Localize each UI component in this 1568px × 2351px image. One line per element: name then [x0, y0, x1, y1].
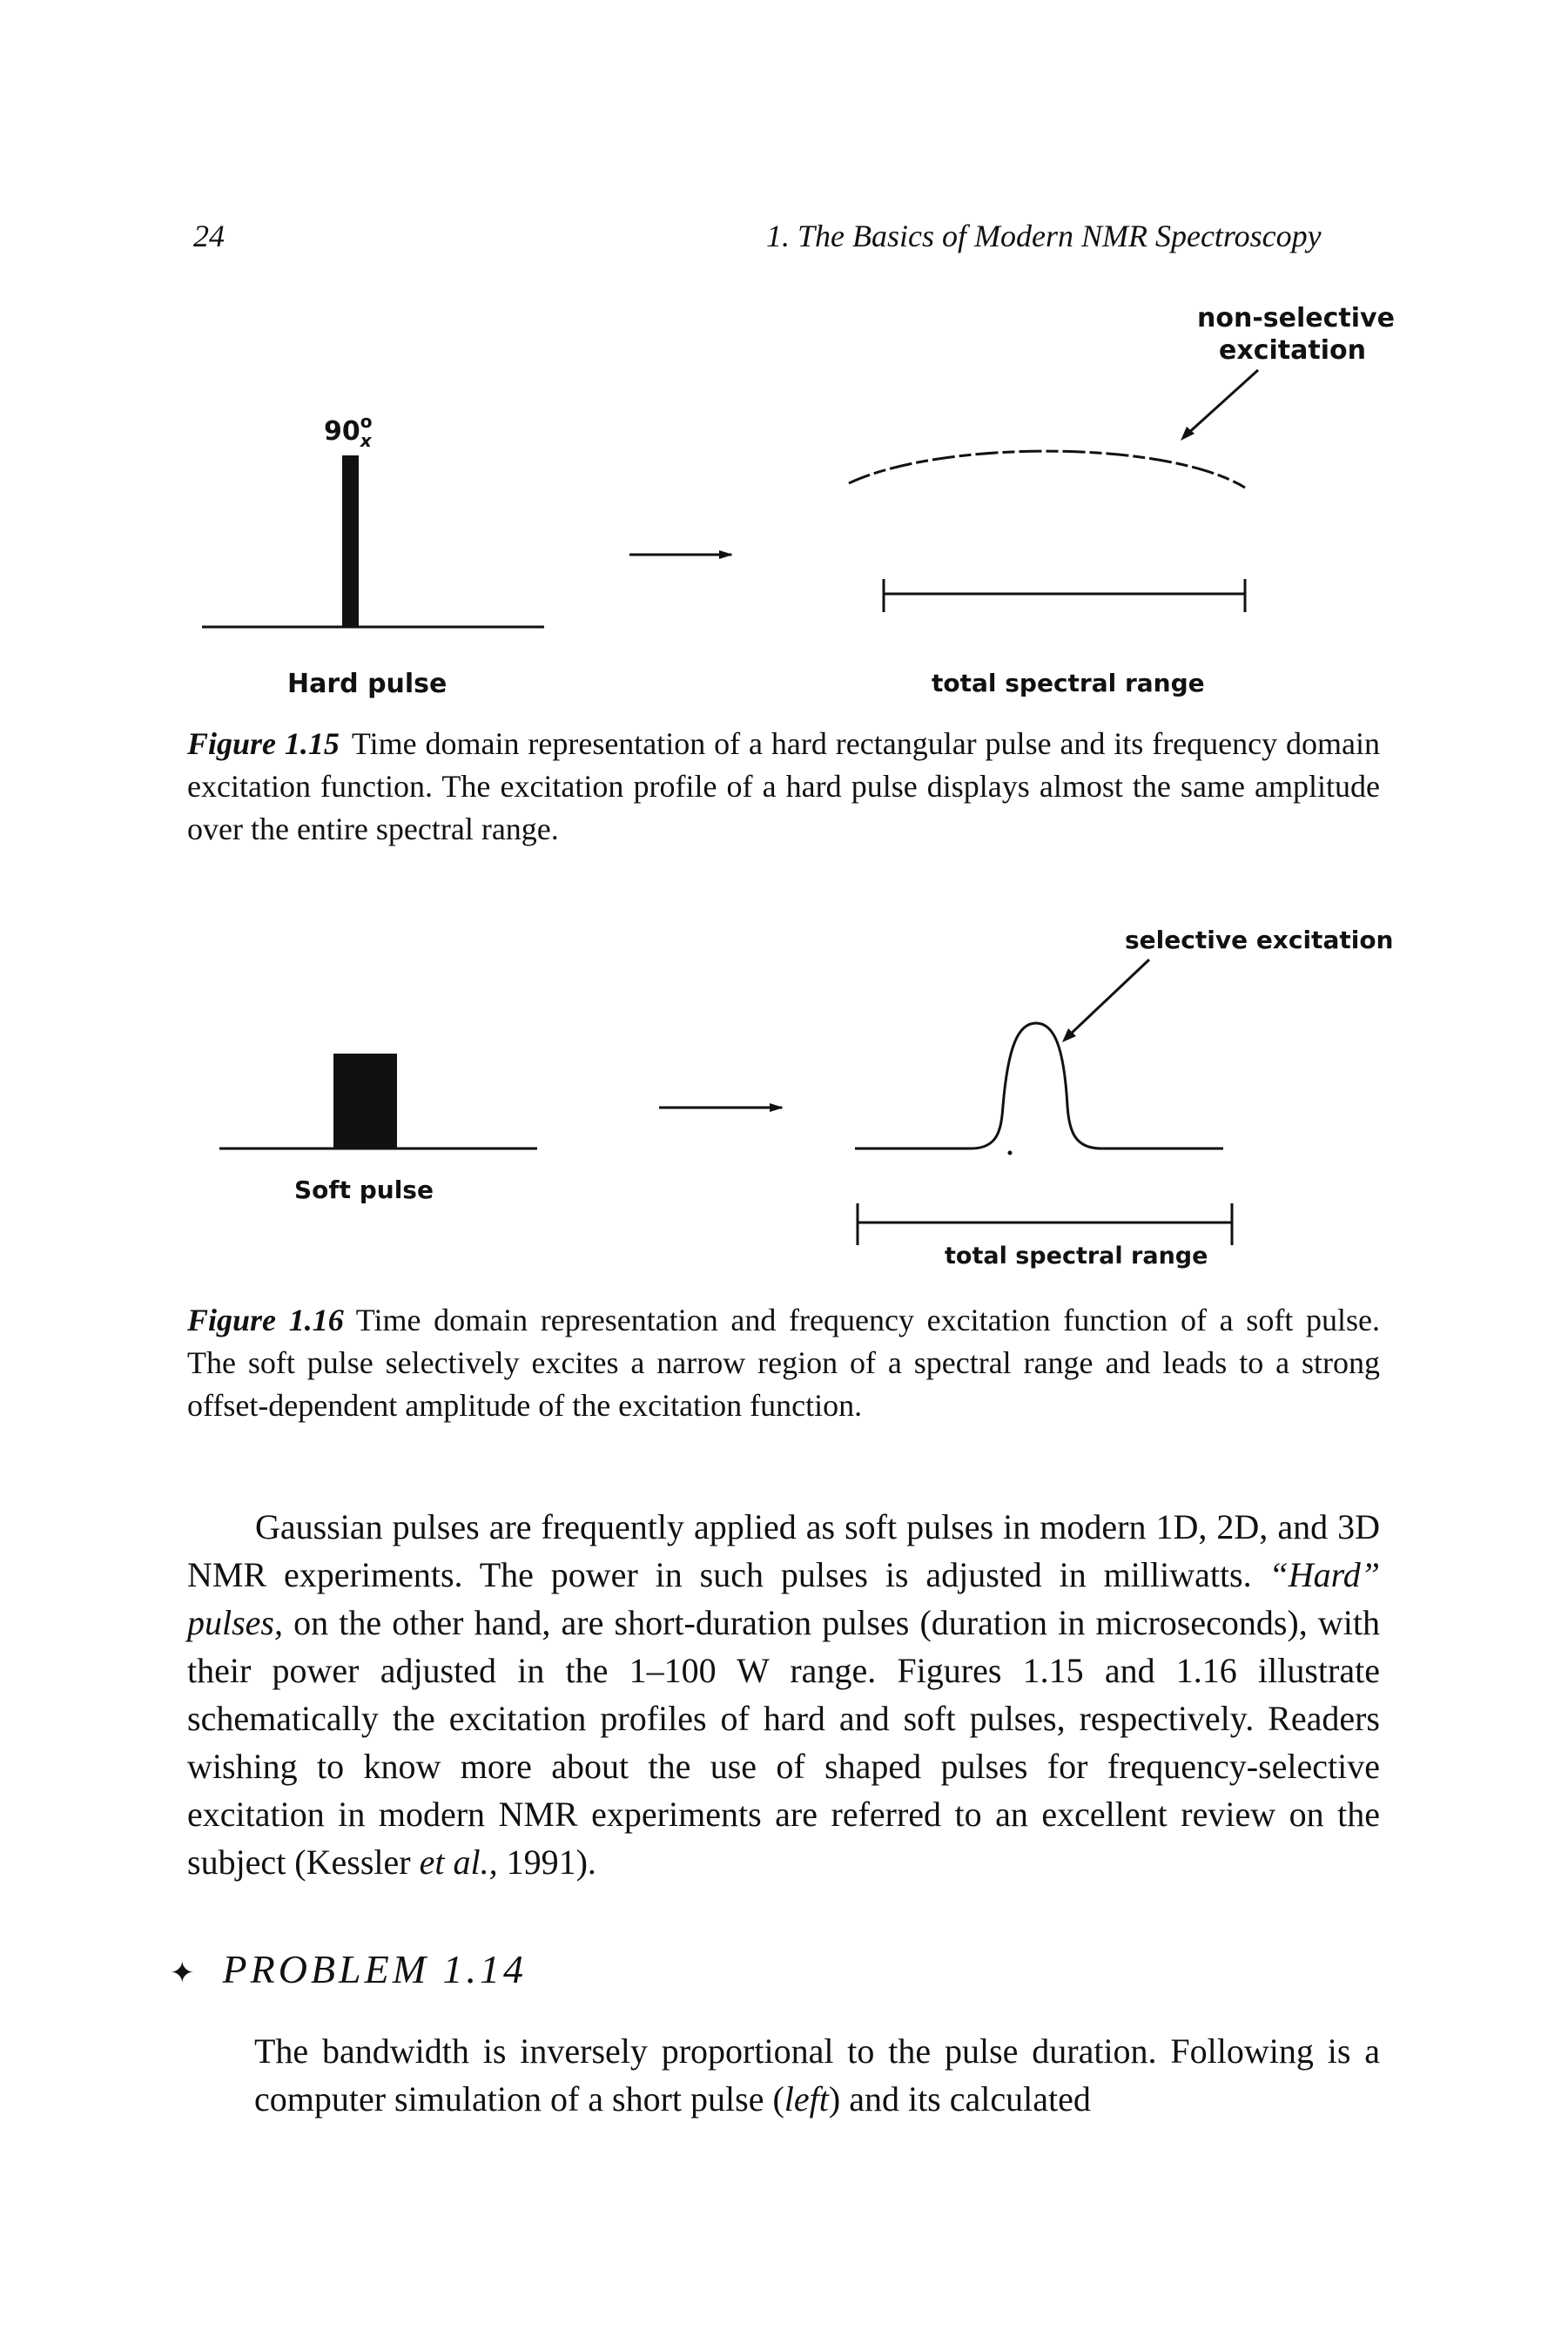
soft-pulse-block: [333, 1054, 397, 1149]
fig-1-16-excitation-curve: [855, 1021, 1223, 1155]
fig-1-15-range-bar: [882, 579, 1247, 612]
diamond-icon: ✦: [170, 1957, 195, 1990]
fig-1-15-range-label: total spectral range: [932, 669, 1205, 697]
soft-pulse-label: Soft pulse: [294, 1176, 434, 1204]
fig-1-16-annotation-arrow: [1062, 958, 1151, 1042]
fig-1-15-number: Figure 1.15: [187, 726, 340, 761]
fig-1-16-range-bar: [856, 1203, 1234, 1245]
fig-1-15-excitation-curve: [848, 449, 1246, 489]
fig-1-16-arrow: [659, 1103, 784, 1112]
fig-1-15-arrow: [629, 550, 733, 559]
fig-1-16-range-label: total spectral range: [945, 1243, 1208, 1270]
selective-excitation-label: selective excitation: [1125, 926, 1394, 954]
fig-1-15-annotation-arrow: [1181, 368, 1260, 441]
fig-1-15-caption-text: Time domain representation of a hard rec…: [187, 726, 1380, 846]
fig-1-16-caption-text: Time domain representation and frequency…: [187, 1303, 1380, 1423]
fig-1-16-number: Figure 1.16: [187, 1303, 344, 1337]
hard-pulse-label: Hard pulse: [287, 669, 448, 699]
non-selective-label-line1: non-selective: [1197, 303, 1395, 333]
page-number: 24: [193, 219, 225, 253]
problem-heading: ✦ PROBLEM 1.14: [170, 1946, 527, 1992]
body-paragraph: Gaussian pulses are frequently applied a…: [187, 1507, 1380, 1882]
fig-1-16-soft-pulse-diagram: [219, 1054, 537, 1150]
problem-paragraph: The bandwidth is inversely proportional …: [254, 2031, 1380, 2119]
fig-1-15-hard-pulse-diagram: [202, 455, 544, 629]
hard-pulse-bar: [342, 455, 359, 628]
problem-title: PROBLEM 1.14: [222, 1947, 528, 1991]
non-selective-label-line2: excitation: [1219, 335, 1366, 366]
running-title: 1. The Basics of Modern NMR Spectroscopy: [766, 219, 1322, 253]
